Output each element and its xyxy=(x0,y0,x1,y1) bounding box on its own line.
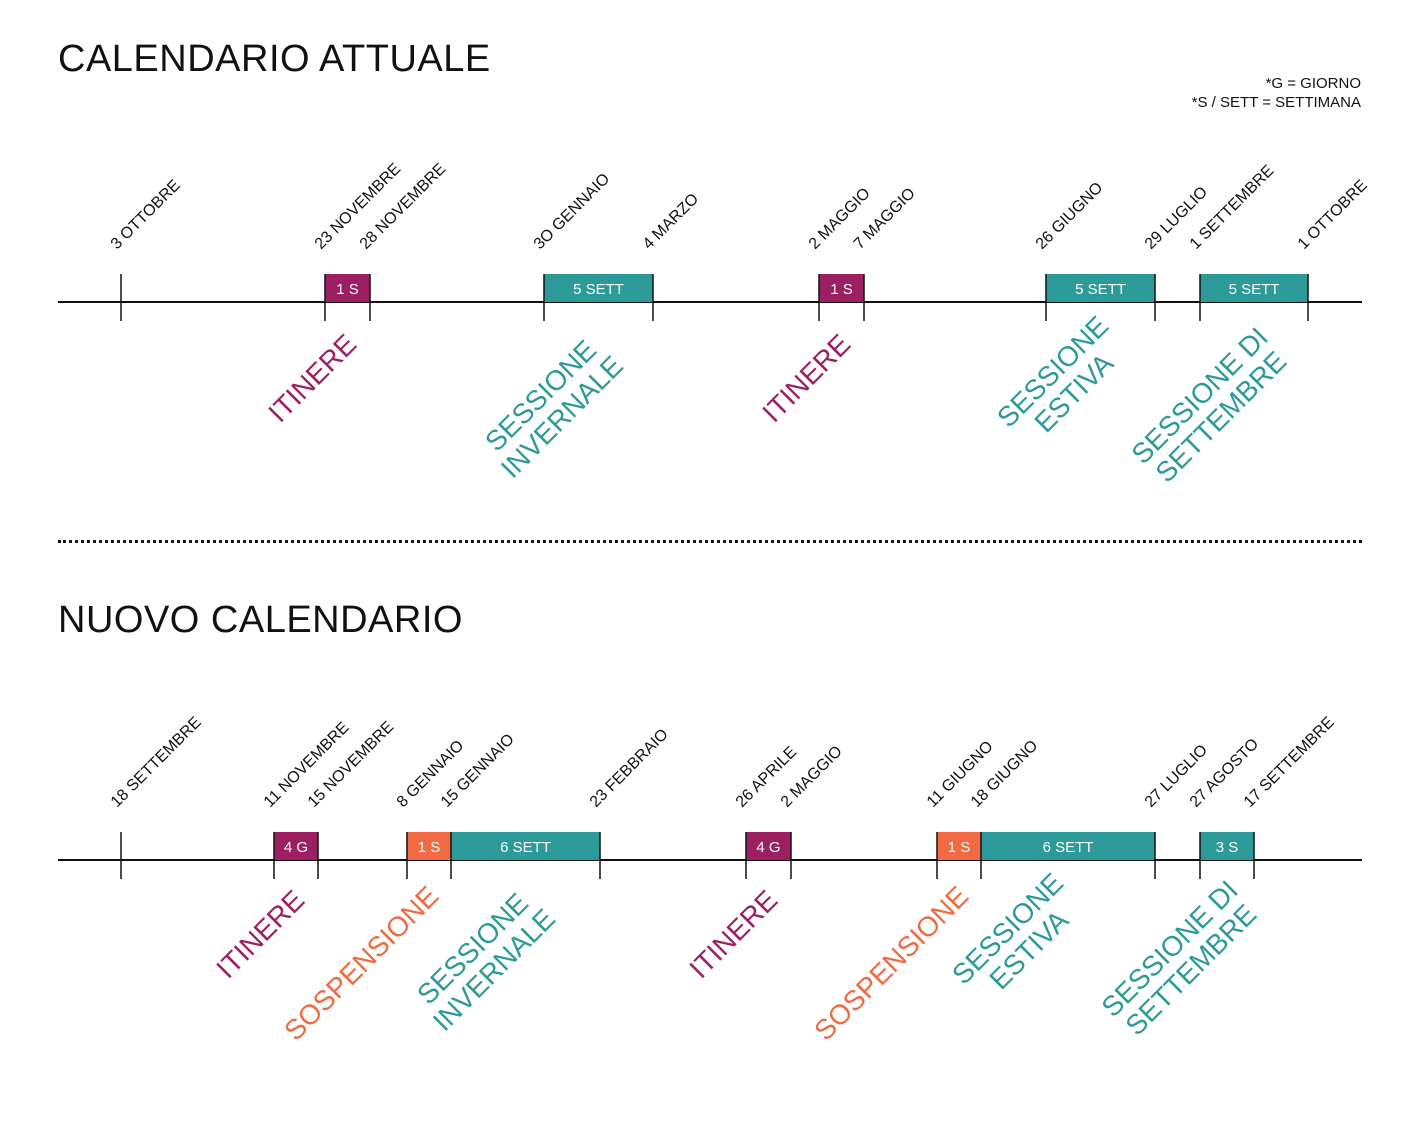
legend-line-giorno: *G = GIORNO xyxy=(1265,75,1361,92)
segment-duration-label: 5 SETT xyxy=(1229,281,1280,298)
period-label-sessione-invernale: SESSIONEINVERNALE xyxy=(474,329,629,484)
segment-sessione: 5 SETT xyxy=(1200,274,1308,302)
period-label-itinere: ITINERE xyxy=(210,884,310,984)
segment-duration-label: 1 S xyxy=(948,839,971,856)
segment-duration-label: 6 SETT xyxy=(500,839,551,856)
segment-itinere: 4 G xyxy=(274,832,318,860)
date-label-28-novembre: 28 NOVEMBRE xyxy=(357,160,449,252)
title-calendario-attuale: CALENDARIO ATTUALE xyxy=(58,38,491,80)
segment-sessione: 6 SETT xyxy=(451,832,600,860)
date-label-18-settembre: 18 SETTEMBRE xyxy=(108,714,205,811)
date-label-3o-gennaio: 3O GENNAIO xyxy=(531,170,613,252)
segment-duration-label: 1 S xyxy=(336,281,359,298)
title-nuovo-calendario: NUOVO CALENDARIO xyxy=(58,599,463,641)
date-label-1-ottobre: 1 OTTOBRE xyxy=(1295,177,1371,253)
segment-duration-label: 6 SETT xyxy=(1043,839,1094,856)
segment-sessione: 5 SETT xyxy=(1046,274,1155,302)
segment-sospensione: 1 S xyxy=(937,832,981,860)
period-label-sessione-estiva: SESSIONEESTIVA xyxy=(991,310,1135,454)
section-divider xyxy=(58,540,1362,543)
date-label-1-settembre: 1 SETTEMBRE xyxy=(1187,162,1278,253)
segment-itinere: 1 S xyxy=(819,274,864,302)
period-label-sospensione: SOSPENSIONE xyxy=(808,880,974,1046)
legend-line-settimana: *S / SETT = SETTIMANA xyxy=(1191,94,1361,111)
segment-sospensione: 1 S xyxy=(407,832,451,860)
period-label-itinere: ITINERE xyxy=(756,328,856,428)
segment-itinere: 1 S xyxy=(325,274,370,302)
date-label-3-ottobre: 3 OTTOBRE xyxy=(108,177,184,253)
segment-duration-label: 5 SETT xyxy=(1075,281,1126,298)
segment-sessione: 6 SETT xyxy=(981,832,1155,860)
segment-duration-label: 1 S xyxy=(418,839,441,856)
segment-sessione: 5 SETT xyxy=(544,274,653,302)
date-label-17-settembre: 17 SETTEMBRE xyxy=(1241,714,1338,811)
date-label-23-febbraio: 23 FEBBRAIO xyxy=(587,726,672,811)
date-label-26-giugno: 26 GIUGNO xyxy=(1033,179,1107,253)
date-label-4-marzo: 4 MARZO xyxy=(640,191,702,253)
legend: *G = GIORNO *S / SETT = SETTIMANA xyxy=(1192,74,1361,112)
segment-duration-label: 1 S xyxy=(830,281,853,298)
segment-sessione: 3 S xyxy=(1200,832,1254,860)
segment-duration-label: 4 G xyxy=(756,839,780,856)
segment-duration-label: 4 G xyxy=(284,839,308,856)
period-label-itinere: ITINERE xyxy=(683,884,783,984)
period-label-sessione-di-settembre: SESSIONE DISETTEMBRE xyxy=(1125,321,1295,491)
period-label-itinere: ITINERE xyxy=(262,328,362,428)
segment-itinere: 4 G xyxy=(746,832,791,860)
period-label-sessione-di-settembre: SESSIONE DISETTEMBRE xyxy=(1095,874,1265,1044)
period-label-sessione-estiva: SESSIONEESTIVA xyxy=(946,867,1090,1011)
segment-duration-label: 3 S xyxy=(1216,839,1239,856)
segment-duration-label: 5 SETT xyxy=(573,281,624,298)
